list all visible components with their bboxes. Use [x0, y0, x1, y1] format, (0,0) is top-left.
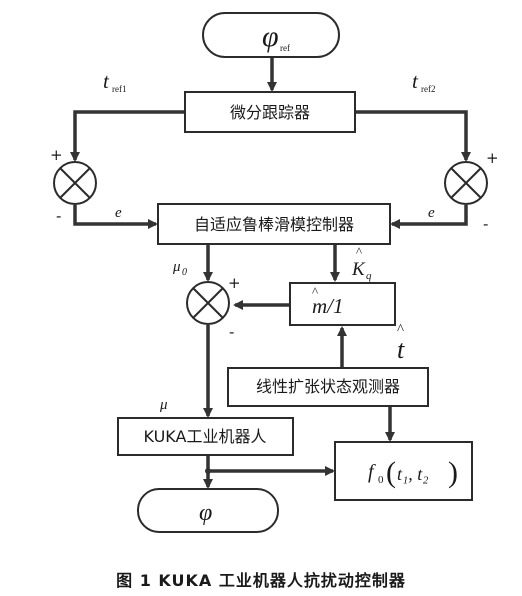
phi-ref-symbol: φ	[262, 20, 279, 53]
f0-block: f 0 ( t₁, t₂ )	[334, 441, 473, 501]
f0-func: f	[368, 461, 376, 483]
t-ref2-sub: ref2	[421, 84, 436, 94]
label-e-left: e	[115, 205, 122, 221]
signal-wires	[70, 57, 471, 489]
t-hat-caret: ^	[397, 322, 404, 338]
kq-base: K	[351, 259, 366, 280]
mid-minus-sign: -	[229, 323, 234, 341]
eso-block: 线性扩张状态观测器	[227, 367, 429, 407]
label-e-right: e	[428, 205, 435, 221]
t-ref1-sub: ref1	[112, 84, 127, 94]
right-summing-junction	[444, 161, 488, 205]
right-plus-sign: +	[486, 149, 499, 167]
label-kq: ^ K q	[351, 244, 372, 282]
t-hat-base: t	[397, 335, 405, 364]
left-summing-junction	[53, 161, 97, 205]
mid-summing-junction	[186, 281, 230, 325]
eso-label: 线性扩张状态观测器	[256, 377, 400, 396]
kq-hat: ^	[356, 244, 362, 259]
label-t-ref1: t ref1	[103, 69, 127, 94]
mu0-sub: 0	[182, 267, 187, 278]
robot-block: KUKA工业机器人	[117, 417, 294, 456]
label-mu: μ	[159, 397, 168, 413]
tracking-differentiator-block: 微分跟踪器	[184, 91, 356, 133]
inverse-m-label: m/1	[312, 294, 344, 318]
inverse-m-block: m/1 ^	[289, 282, 396, 326]
f0-args: t₁, t₂	[397, 464, 429, 484]
t-ref2-base: t	[412, 69, 419, 93]
figure-caption: 图 1 KUKA 工业机器人抗扰动控制器	[116, 571, 406, 590]
f0-right-paren: )	[448, 456, 458, 489]
phi-ref-terminal: φ ref	[202, 12, 340, 58]
sliding-mode-controller-block: 自适应鲁棒滑模控制器	[157, 203, 391, 245]
f0-subscript: 0	[378, 474, 384, 486]
left-minus-sign: -	[56, 207, 61, 225]
label-mu0: μ 0	[172, 259, 187, 278]
phi-ref-subscript: ref	[280, 43, 290, 53]
left-plus-sign: +	[50, 146, 63, 164]
inverse-m-hat: ^	[312, 284, 318, 299]
mu0-base: μ	[172, 259, 181, 275]
right-minus-sign: -	[483, 215, 488, 233]
t-ref1-base: t	[103, 69, 110, 93]
tracking-differentiator-label: 微分跟踪器	[230, 103, 310, 122]
label-t-hat: ^ t	[397, 322, 405, 364]
f0-left-paren: (	[386, 456, 396, 489]
mid-plus-sign: +	[228, 274, 241, 292]
sliding-mode-controller-label: 自适应鲁棒滑模控制器	[194, 215, 354, 234]
kq-sub: q	[366, 270, 372, 282]
phi-output-terminal: φ	[137, 488, 279, 533]
phi-output-symbol: φ	[199, 500, 212, 526]
robot-label: KUKA工业机器人	[144, 427, 267, 446]
label-t-ref2: t ref2	[412, 69, 436, 94]
